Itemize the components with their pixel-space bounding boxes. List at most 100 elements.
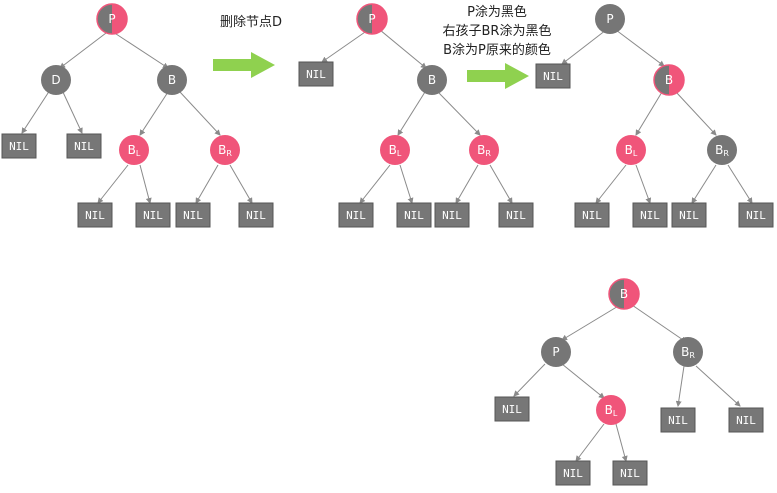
t2-node-b-label: B	[428, 73, 436, 87]
t2-nil-bl-left-label: NIL	[346, 209, 366, 222]
t3-nil-br-left-label: NIL	[679, 209, 699, 222]
t1-nil-bl-left: NIL	[77, 202, 113, 228]
t1-nil-bl-left-box	[77, 202, 113, 228]
t1-nil-d-right-label: NIL	[74, 140, 94, 153]
t2-edge-br-nil2	[489, 164, 513, 204]
t4-nil-p-left-label: NIL	[502, 403, 522, 416]
t3-nil-p-left: NIL	[535, 63, 571, 89]
t1-node-d-circle	[41, 65, 71, 95]
t1-edge-p-b	[109, 29, 169, 69]
step2-caption-line1: P涂为黑色	[467, 4, 527, 20]
t3-nil-p-left-box	[535, 63, 571, 89]
t2-nil-bl-right-box	[396, 202, 432, 228]
t3-node-br: BR	[707, 135, 737, 165]
t4-nil-br-right: NIL	[728, 407, 764, 433]
t1-nil-d-left-label: NIL	[9, 140, 29, 153]
t3-nil-bl-right-box	[632, 202, 668, 228]
t1-node-d-label: D	[51, 73, 60, 87]
t2-edge-p-nil	[321, 29, 369, 63]
t2-edge-p-b	[379, 29, 427, 69]
t3-node-b-label: B	[665, 73, 673, 87]
t4-node-b-circle	[608, 278, 640, 310]
t4-node-bl: BL	[596, 395, 626, 425]
t3-nil-br-right-label: NIL	[746, 209, 766, 222]
t4-nil-bl-right-label: NIL	[620, 467, 640, 480]
t4-node-p: P	[541, 337, 571, 367]
t2-nil-p-left-box	[298, 61, 334, 87]
t1-nil-bl-left-label: NIL	[85, 209, 105, 222]
t2-nil-bl-left-box	[338, 202, 374, 228]
t2-nil-p-left: NIL	[298, 61, 334, 87]
t2-nil-br-left-box	[434, 202, 470, 228]
t4-edge-br-nil1	[675, 365, 685, 407]
t3-nil-bl-left-label: NIL	[582, 209, 602, 222]
t3-edge-p-nil	[561, 29, 607, 65]
t4-node-br: BR	[673, 337, 703, 367]
t3-node-p-circle	[595, 4, 625, 34]
t3-edge-br-nil1	[691, 164, 717, 204]
t4-nil-br-right-box	[728, 407, 764, 433]
t1-nil-d-left-box	[1, 133, 37, 159]
t1-edge-br-nil2	[229, 164, 253, 204]
t3-nil-bl-right: NIL	[632, 202, 668, 228]
t2-edge-br-nil1	[455, 164, 479, 204]
t4-node-b: B	[608, 278, 640, 310]
t2-node-br: BR	[469, 135, 499, 165]
t1-nil-br-left-label: NIL	[183, 209, 203, 222]
tree-edges	[21, 29, 753, 462]
t3-edge-b-br	[675, 91, 717, 136]
t2-node-b-circle	[417, 65, 447, 95]
t1-edge-d-nil2	[61, 89, 83, 134]
t4-nil-p-left: NIL	[494, 396, 530, 422]
t1-nil-d-right: NIL	[66, 133, 102, 159]
t1-nil-br-right-label: NIL	[246, 209, 266, 222]
t3-nil-p-left-label: NIL	[543, 70, 563, 83]
t4-nil-br-left-label: NIL	[668, 414, 688, 427]
t3-node-br-circle	[707, 135, 737, 165]
t2-node-p-circle	[356, 3, 388, 35]
t4-edge-p-bl	[561, 363, 605, 399]
t1-node-b-label: B	[168, 73, 176, 87]
t2-node-bl: BL	[380, 135, 410, 165]
t1-node-bl: BL	[119, 135, 149, 165]
t3-nil-br-right-box	[738, 202, 774, 228]
t4-node-b-label: B	[620, 287, 628, 301]
step2-caption-line2: 右孩子BR涂为黑色	[443, 23, 552, 39]
t1-nil-bl-right-box	[135, 202, 171, 228]
t1-nil-br-left-box	[175, 202, 211, 228]
t1-nil-d-left: NIL	[1, 133, 37, 159]
t2-nil-bl-left: NIL	[338, 202, 374, 228]
t4-nil-p-left-box	[494, 396, 530, 422]
step1-caption: 删除节点D	[220, 15, 282, 30]
t1-edge-p-d	[59, 29, 111, 69]
t1-nil-br-left: NIL	[175, 202, 211, 228]
t1-nil-bl-right-label: NIL	[143, 209, 163, 222]
t2-edge-bl-nil2	[399, 164, 414, 204]
t3-node-b-circle	[653, 64, 685, 96]
t1-edge-br-nil1	[195, 164, 219, 204]
t3-edge-bl-nil1	[595, 164, 627, 204]
t4-nil-br-left-box	[660, 407, 696, 433]
t3-nil-br-right: NIL	[738, 202, 774, 228]
t3-edge-p-b	[615, 29, 665, 67]
t3-edge-br-nil2	[727, 164, 753, 204]
step2-caption-line3: B涂为P原来的颜色	[443, 42, 551, 58]
t1-node-p-circle	[96, 3, 128, 35]
t4-node-p-circle	[541, 337, 571, 367]
t2-nil-br-right: NIL	[498, 202, 534, 228]
t1-nil-br-right: NIL	[238, 202, 274, 228]
t4-edge-b-p	[561, 304, 621, 341]
t3-nil-bl-right-label: NIL	[640, 209, 660, 222]
t1-node-p: P	[96, 3, 128, 35]
t1-nil-d-right-box	[66, 133, 102, 159]
t4-nil-bl-right: NIL	[612, 460, 648, 486]
t3-edge-bl-nil2	[635, 164, 652, 204]
t4-node-br-circle	[673, 337, 703, 367]
t4-node-bl-circle	[596, 395, 626, 425]
t2-nil-p-left-label: NIL	[306, 68, 326, 81]
t4-nil-bl-right-box	[612, 460, 648, 486]
t3-node-p-label: P	[606, 12, 613, 26]
t4-nil-br-right-label: NIL	[736, 414, 756, 427]
